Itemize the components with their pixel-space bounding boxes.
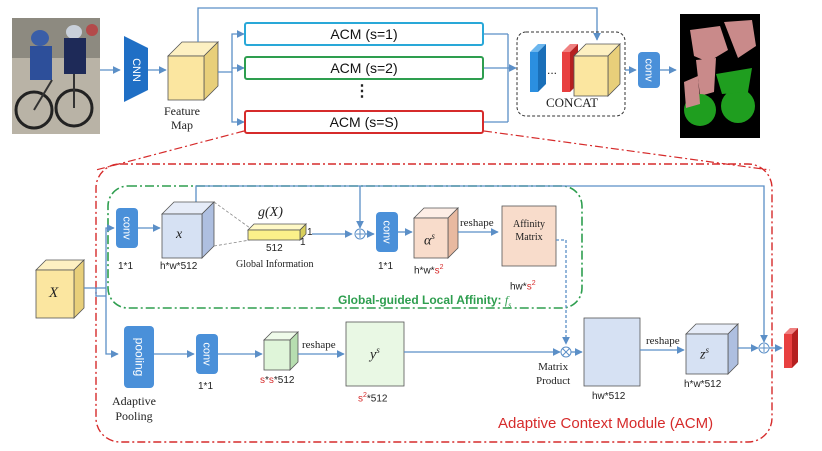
conv3-block: conv [196, 334, 218, 374]
x-cube-dims: h*w*512 [160, 261, 198, 272]
gvec-size: 512 [266, 243, 283, 254]
y-matrix-box [345, 321, 405, 387]
conv1-dims: 1*1 [118, 261, 134, 272]
conv1-block: conv [116, 208, 138, 248]
affinity-label: Affinity Matrix [512, 219, 546, 243]
conv3-dims: 1*1 [198, 381, 214, 392]
concat-blue-slab [530, 44, 546, 92]
y-dims: s2*512 [358, 392, 388, 405]
x-skip-stub [95, 288, 106, 297]
conv2-block: conv [376, 212, 398, 252]
concat-dots: ... [547, 63, 558, 77]
ss-dims: s*s*512 [260, 375, 295, 386]
alpha-dims: h*w*s2 [414, 264, 444, 277]
gvec-dash-1 [213, 201, 251, 229]
acm-zoom-left [95, 130, 245, 171]
acm-branch-3: ACM (s=S) [244, 110, 484, 134]
input-photo [12, 18, 100, 134]
product-dims: hw*512 [592, 391, 626, 402]
gvec-dash-2 [213, 239, 251, 247]
pooling-block: pooling [124, 326, 154, 388]
input-x-label: X [49, 285, 59, 301]
acm-branch-1: ACM (s=1) [244, 22, 484, 46]
z-label: zs [700, 345, 709, 363]
cnn-label-text: CNN [130, 58, 142, 82]
bypass-arrow-top [197, 7, 601, 42]
product-result-box [583, 317, 641, 387]
cnn-block [124, 36, 148, 102]
z-dims: h*w*512 [684, 379, 722, 390]
g-label: g(X) [258, 205, 283, 220]
gvec-one-b: 1 [300, 237, 306, 248]
adaptive-pooling-label: Adaptive Pooling [112, 394, 156, 423]
acm-zoom-right [483, 130, 771, 171]
global-vector [247, 223, 307, 241]
input-x-cube [35, 259, 85, 319]
acm-output-slab [784, 328, 798, 368]
feature-map-label: Feature Map [164, 104, 200, 133]
z-cube [685, 323, 739, 375]
x-cube-label: x [176, 227, 183, 242]
concat-box [516, 31, 626, 117]
gvec-one: 1 [307, 227, 313, 238]
conv2-dims: 1*1 [378, 261, 394, 272]
affinity-dims: hw*s2 [510, 280, 536, 293]
x-to-conv1 [105, 224, 115, 288]
vertical-dots: ⋮ [354, 83, 370, 100]
alpha-cube [413, 207, 459, 259]
acm-module-title: Adaptive Context Module (ACM) [498, 415, 714, 432]
reshape-label-1: reshape [460, 217, 494, 229]
alpha-label: αs [424, 231, 435, 249]
matrix-product-label: Matrix Product [536, 361, 571, 388]
branch-arrow-1 [218, 30, 245, 73]
acm-branch-2: ACM (s=2) [244, 56, 484, 80]
branch-arrow-3 [231, 72, 245, 126]
top-conv-button: conv [638, 52, 660, 88]
global-info-label: Global Information [236, 259, 314, 270]
acm-module-border [95, 163, 773, 443]
concat-yellow-cube [573, 43, 621, 97]
concat-label: CONCAT [546, 95, 599, 110]
affinity-to-product [556, 239, 570, 345]
reshape-label-2: reshape [302, 339, 336, 351]
residual-arrow [195, 185, 768, 343]
x-to-pooling [105, 288, 119, 358]
reshape-label-3: reshape [646, 335, 680, 347]
ss-cube [263, 331, 299, 371]
gla-caption: Global-guided Local Affinity: fs [338, 293, 512, 310]
y-label: ys [370, 345, 380, 363]
x-feature-cube [161, 201, 215, 259]
segmentation-output [680, 14, 760, 138]
affinity-matrix-box [501, 205, 557, 267]
feature-map-cube [167, 41, 219, 101]
